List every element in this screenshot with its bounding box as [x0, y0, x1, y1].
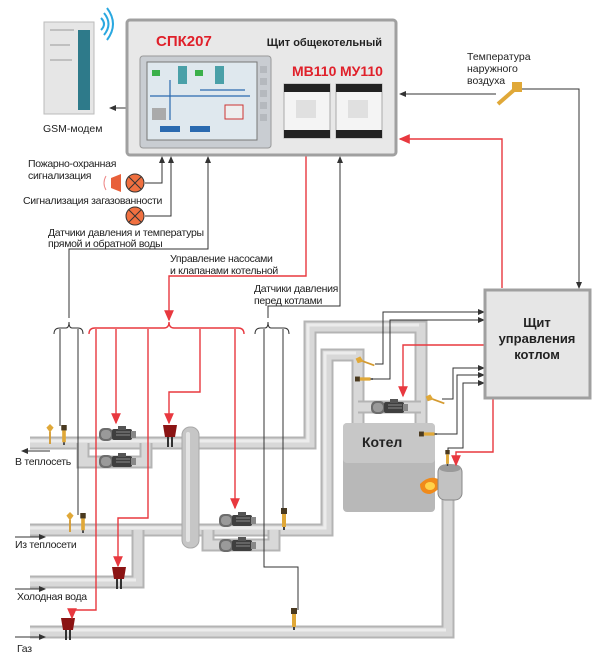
hydraulic-separator	[181, 426, 200, 549]
boiler-control-panel: Щит управления котлом	[483, 288, 592, 400]
burner-sensor	[445, 450, 450, 466]
boiler-temp-sensor-2	[424, 393, 446, 407]
pump-control-label-1: Управление насосами	[170, 253, 273, 265]
gsm-modem: GSM-модем	[43, 7, 114, 135]
return-pump-1	[218, 511, 257, 528]
boiler-pressure-label-2: перед котлами	[254, 295, 323, 307]
module1-label: МВ110	[292, 63, 337, 79]
fire-alarm: Пожарно-охранная сигнализация	[28, 158, 145, 193]
gas-alarm-lamp-icon	[125, 206, 145, 226]
siren-icon	[103, 174, 121, 192]
main-panel: СПК207 Щит общекотельный МВ110 МУ110	[125, 18, 398, 157]
fire-alarm-label-1: Пожарно-охранная	[28, 158, 116, 170]
outdoor-temp-sensor: Температура наружного воздуха	[467, 51, 531, 106]
flow-arrows	[15, 448, 50, 640]
boiler-label: Котел	[362, 434, 402, 450]
control-wires	[67, 134, 503, 620]
outdoor-temp-label-2: наружного	[467, 63, 518, 75]
outdoor-temp-label-1: Температура	[467, 51, 531, 63]
supply-pump-1	[98, 425, 137, 442]
return-in-label: Из теплосети	[15, 539, 77, 551]
gas-label: Газ	[17, 643, 32, 655]
gas-alarm: Сигнализация загазованности	[23, 195, 163, 226]
hmi-screen	[139, 55, 272, 149]
supply-pump-2	[98, 452, 137, 469]
boiler: Котел	[343, 423, 435, 512]
outdoor-temp-label-3: воздуха	[467, 75, 505, 87]
pipes	[30, 320, 455, 639]
boiler-panel-label-1: Щит	[523, 315, 551, 330]
controller-label: СПК207	[156, 33, 212, 50]
gsm-label: GSM-модем	[43, 123, 102, 135]
fire-alarm-label-2: сигнализация	[28, 170, 91, 182]
water-sensors-label-1: Датчики давления и температуры	[48, 227, 204, 239]
gas-alarm-label: Сигнализация загазованности	[23, 195, 163, 207]
mv110-module	[283, 83, 331, 139]
boiler-pressure-label-1: Датчики давления	[254, 283, 338, 295]
module2-label: МУ110	[340, 63, 383, 79]
pump-control-label-2: и клапанами котельной	[170, 265, 278, 277]
water-sensors-label-2: прямой и обратной воды	[48, 238, 162, 250]
signal-wires	[53, 88, 582, 610]
alarm-lamp-icon	[125, 173, 145, 193]
supply-out-label: В теплосеть	[15, 456, 72, 468]
wifi-icon	[100, 7, 114, 41]
mu110-module	[335, 83, 383, 139]
cold-water-label: Холодная вода	[17, 591, 87, 603]
panel-title: Щит общекотельный	[267, 37, 382, 49]
burner	[420, 464, 463, 501]
boiler-panel-label-2: управления	[499, 331, 576, 346]
boiler-panel-label-3: котлом	[514, 347, 560, 362]
